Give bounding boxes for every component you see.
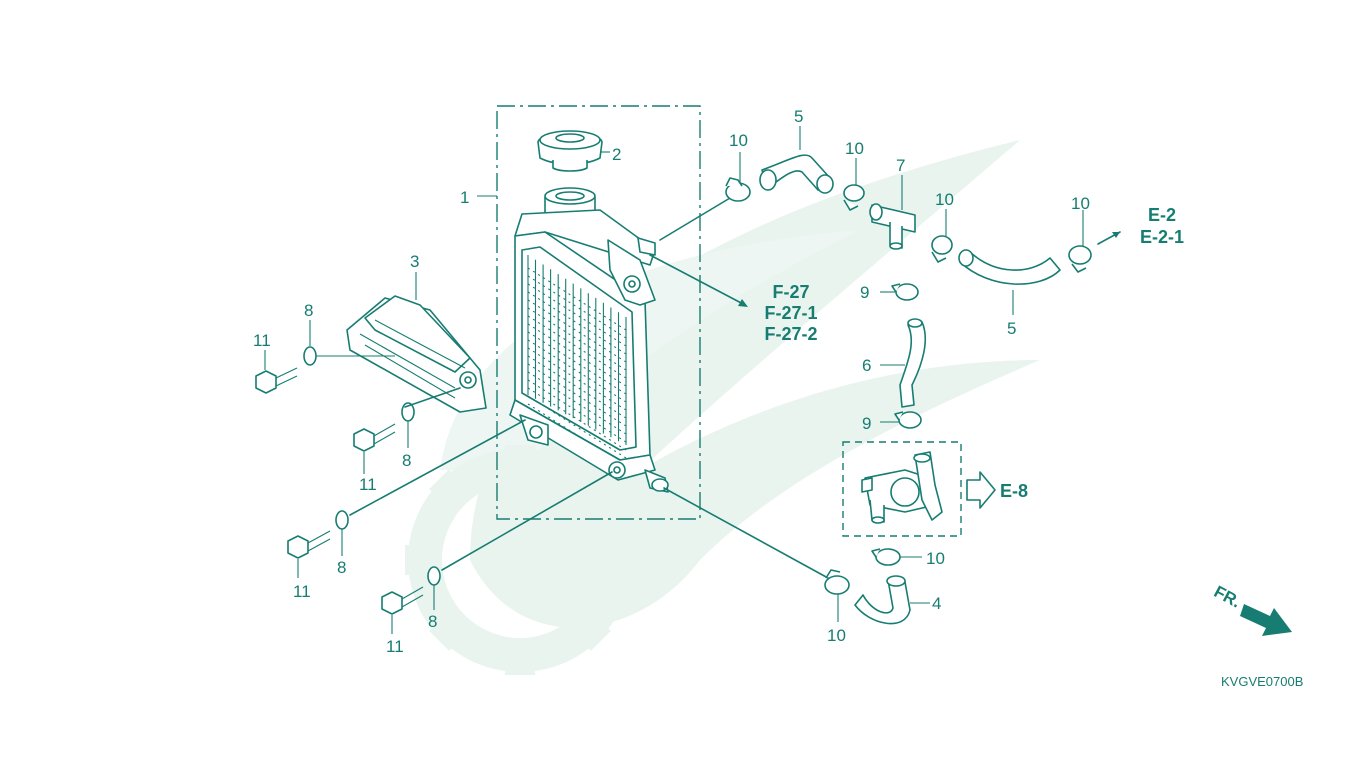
radiator-cap (537, 130, 610, 172)
callout-4[interactable]: 4 (932, 594, 941, 613)
radiator-fin-row (527, 283, 627, 347)
callout-2[interactable]: 2 (612, 145, 621, 164)
callout-11-c[interactable]: 11 (293, 582, 311, 601)
hose-clamp-upper-left (725, 177, 751, 202)
radiator-assembly-box (496, 105, 701, 520)
callout-8-a[interactable]: 8 (304, 301, 313, 320)
water-pump-box (842, 441, 962, 537)
arrow-to-e8 (966, 471, 996, 509)
callout-8-d[interactable]: 8 (428, 612, 437, 631)
radiator-fin-row (527, 267, 627, 331)
radiator-fin-row (527, 355, 627, 419)
watermark-logo (405, 140, 1040, 675)
bolt-set (255, 346, 613, 615)
radiator-core-fins (527, 255, 627, 467)
callout-11-b[interactable]: 11 (359, 475, 377, 494)
ref-e2-1[interactable]: E-2-1 (1140, 227, 1184, 247)
callout-8-c[interactable]: 8 (337, 558, 346, 577)
radiator-fin-row (527, 275, 627, 339)
ref-f27-1[interactable]: F-27-1 (764, 303, 817, 323)
callout-6[interactable]: 6 (862, 356, 871, 375)
callout-10-f[interactable]: 10 (827, 626, 846, 645)
leader-lines (264, 126, 1084, 634)
water-hose-small (880, 318, 926, 408)
reference-labels: F-27 F-27-1 F-27-2 E-2 E-2-1 E-8 (764, 205, 1184, 501)
callout-10-a[interactable]: 10 (729, 131, 748, 150)
callout-labels: 1 2 3 4 5 5 6 7 8 8 8 8 9 9 10 10 10 10 … (253, 107, 1090, 656)
radiator-fin-row (527, 347, 627, 411)
clip-upper (880, 283, 919, 301)
front-direction-arrow[interactable] (1240, 604, 1292, 636)
callout-10-b[interactable]: 10 (845, 139, 864, 158)
drawing-code: KVGVE0700B (1221, 674, 1303, 689)
radiator-fin-row (527, 299, 627, 363)
ref-e8[interactable]: E-8 (1000, 481, 1028, 501)
callout-10-d[interactable]: 10 (1071, 194, 1090, 213)
water-pump (861, 451, 943, 524)
radiator-fin-row (527, 307, 627, 371)
callout-10-c[interactable]: 10 (935, 190, 954, 209)
radiator-fin-row (527, 291, 627, 355)
upper-hose-b (958, 249, 1061, 285)
radiator-fin-row (527, 379, 627, 443)
callout-9-lower[interactable]: 9 (862, 414, 871, 433)
callout-7[interactable]: 7 (896, 156, 905, 175)
ref-e2[interactable]: E-2 (1148, 205, 1176, 225)
hose-clamp-upper-mid (843, 184, 865, 211)
radiator-fin-row (527, 371, 627, 435)
hose-clamp-lower-mid (871, 548, 922, 566)
callout-5-upper[interactable]: 5 (794, 107, 803, 126)
ref-f27-2[interactable]: F-27-2 (764, 324, 817, 344)
callout-1[interactable]: 1 (460, 188, 469, 207)
radiator-fin-row (527, 395, 627, 459)
front-label: FR. (1211, 582, 1244, 612)
radiator-shroud (346, 295, 487, 413)
radiator-body (509, 187, 669, 493)
lower-hose (854, 575, 930, 625)
hose-clamp-far-right (1068, 245, 1092, 273)
radiator-fin-row (527, 315, 627, 379)
radiator-fin-row (527, 387, 627, 451)
ref-f27[interactable]: F-27 (772, 282, 809, 302)
hose-clamp-lower-left (824, 569, 850, 595)
upper-hose-a (759, 154, 834, 194)
callout-11-a[interactable]: 11 (253, 331, 271, 350)
hose-clamp-upper-right (931, 235, 953, 263)
callout-10-e[interactable]: 10 (926, 549, 945, 568)
callout-8-b[interactable]: 8 (402, 451, 411, 470)
radiator-fin-row (527, 363, 627, 427)
radiator-fin-row (527, 331, 627, 395)
thermostat-fitting (869, 203, 916, 250)
radiator-fin-row (527, 323, 627, 387)
callout-5-right[interactable]: 5 (1007, 319, 1016, 338)
clip-lower (880, 411, 922, 429)
callout-9-upper[interactable]: 9 (860, 283, 869, 302)
callout-11-d[interactable]: 11 (386, 637, 404, 656)
callout-3[interactable]: 3 (410, 252, 419, 271)
radiator-fin-row (527, 339, 627, 403)
